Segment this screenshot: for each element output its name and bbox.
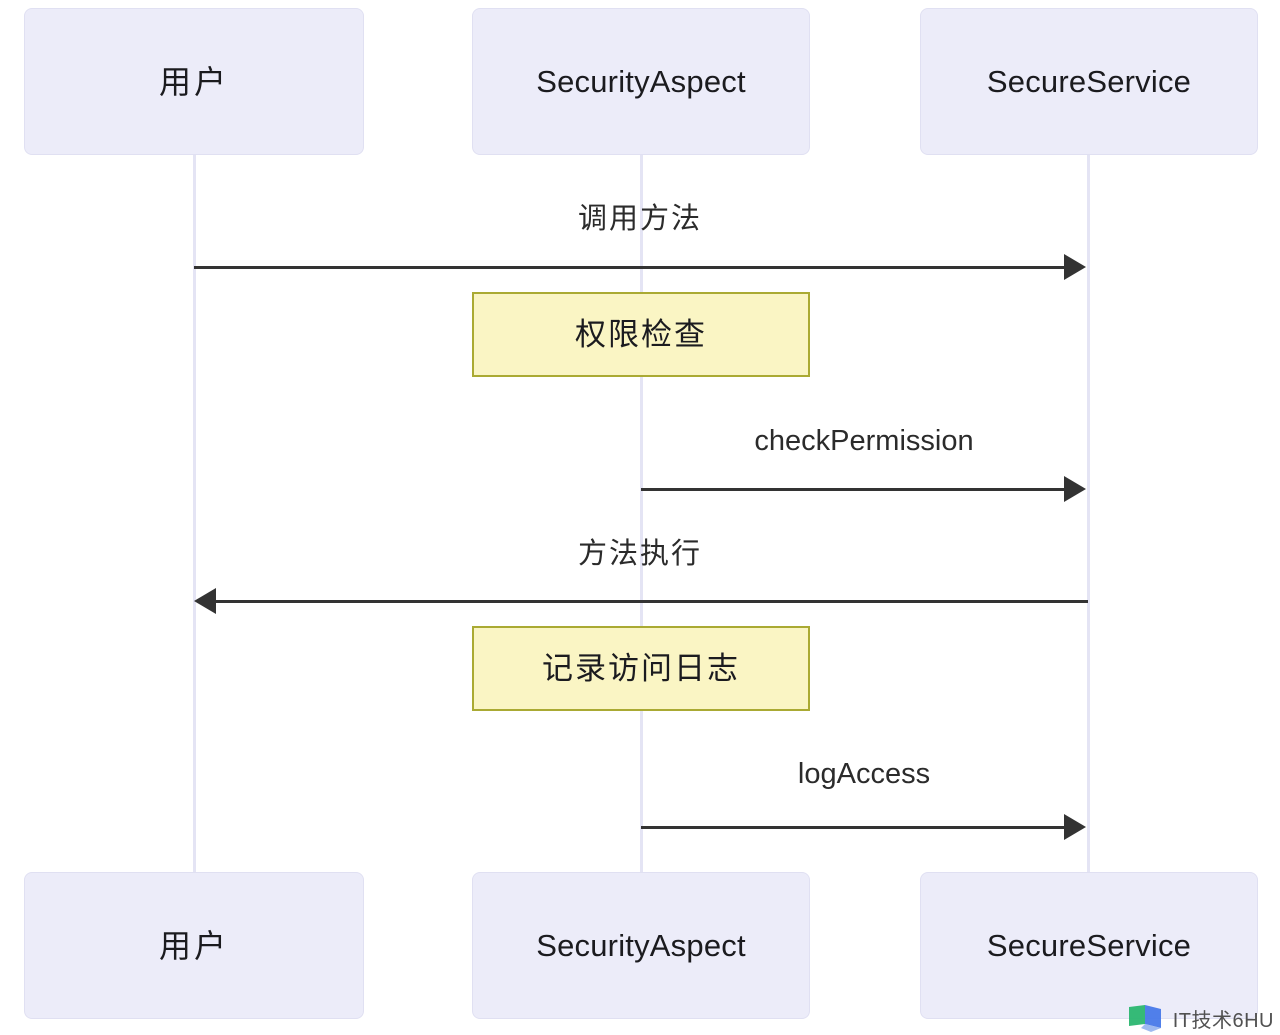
- actor-label-user-top: 用户: [158, 63, 229, 100]
- actor-box-user-bottom[interactable]: 用户: [24, 872, 364, 1019]
- actor-box-aspect-bottom[interactable]: SecurityAspect: [472, 872, 810, 1019]
- lifeline-user: [193, 155, 196, 873]
- arrow-head-m2-right: [1064, 476, 1086, 502]
- message-label-m1: 调用方法: [577, 203, 702, 235]
- actor-label-aspect-top: SecurityAspect: [536, 64, 746, 99]
- actor-label-user-bottom: 用户: [158, 927, 229, 964]
- arrow-head-m4-right: [1064, 814, 1086, 840]
- arrow-head-m1-right: [1064, 254, 1086, 280]
- lifeline-service: [1087, 155, 1090, 873]
- note-box-n2[interactable]: 记录访问日志: [472, 626, 810, 711]
- actor-label-aspect-bottom: SecurityAspect: [536, 928, 746, 963]
- actor-label-service-top: SecureService: [986, 64, 1192, 99]
- message-line-m4: [641, 826, 1064, 829]
- book-logo-icon: [1128, 1005, 1161, 1032]
- actor-box-service-top[interactable]: SecureService: [920, 8, 1258, 155]
- actor-box-aspect-top[interactable]: SecurityAspect: [472, 8, 810, 155]
- watermark-text: IT技术6HU: [1172, 1009, 1274, 1032]
- message-line-m1: [194, 266, 1064, 269]
- message-label-m3: 方法执行: [577, 538, 702, 570]
- message-line-m2: [641, 488, 1064, 491]
- note-label-n2: 记录访问日志: [542, 651, 740, 686]
- actor-box-service-bottom[interactable]: SecureService: [920, 872, 1258, 1019]
- actor-box-user-top[interactable]: 用户: [24, 8, 364, 155]
- actor-label-service-bottom: SecureService: [986, 928, 1192, 963]
- watermark: IT技术6HU: [1127, 1003, 1274, 1033]
- message-label-m4: logAccess: [797, 758, 931, 790]
- message-line-m3: [216, 600, 1088, 603]
- lifeline-aspect: [640, 155, 643, 873]
- note-box-n1[interactable]: 权限检查: [472, 292, 810, 377]
- note-label-n1: 权限检查: [575, 317, 707, 352]
- arrow-head-m3-left: [194, 588, 216, 614]
- message-label-m2: checkPermission: [754, 425, 974, 457]
